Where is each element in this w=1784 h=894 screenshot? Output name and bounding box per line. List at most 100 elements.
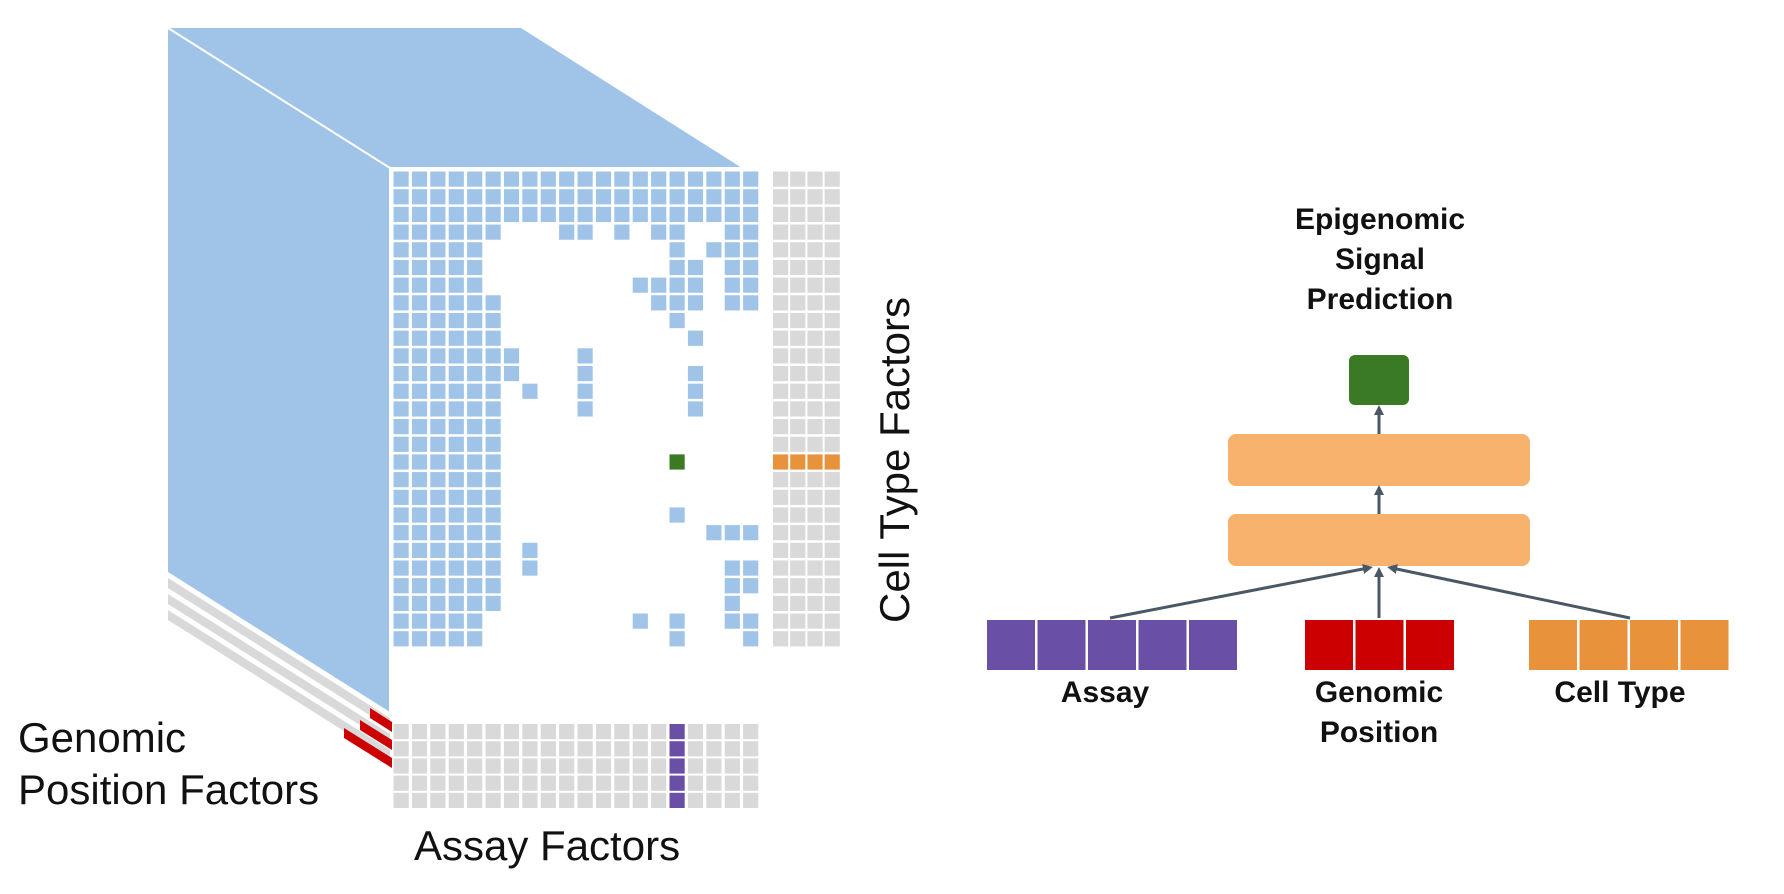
tensor-cell [430, 578, 446, 594]
tensor-cell [467, 560, 483, 576]
cell-type-factor-cell [790, 224, 806, 240]
genomic-highlight-3 [344, 728, 392, 768]
assay-factor-cell [485, 724, 501, 740]
tensor-cell [448, 578, 464, 594]
tensor-cell [393, 507, 409, 523]
assay-factor-cell [651, 741, 667, 757]
tensor-cell [430, 436, 446, 452]
cell-type-factor-cell [824, 242, 840, 258]
tensor-cell [687, 171, 704, 187]
cell-type-factor-cell [807, 507, 823, 523]
assay-factor-cell [430, 792, 446, 808]
tensor-cell [467, 454, 483, 470]
cell-type-factor-cell [824, 560, 840, 576]
tensor-cell [651, 295, 667, 311]
cell-type-factor-cell [824, 489, 840, 505]
cell-type-factor-cell [807, 472, 823, 488]
assay-factor-cell [540, 792, 556, 808]
tensor-cell [393, 259, 409, 276]
tensor-cell [430, 365, 446, 382]
genomic-position-embedding [1305, 620, 1454, 670]
tensor-cell [724, 189, 740, 205]
tensor-cell [614, 171, 630, 187]
assay-factor-cell [632, 775, 648, 791]
tensor-cell [393, 595, 409, 612]
genomic-embedding-cell [1355, 620, 1404, 670]
tensor-cell [411, 560, 428, 576]
assay-factor-cell [393, 775, 409, 791]
cell-type-embedding-cell [1529, 620, 1577, 670]
tensor-cell [503, 365, 520, 382]
assay-factor-cell [559, 758, 575, 774]
tensor-cell [706, 171, 722, 187]
hidden-layer-1 [1228, 514, 1530, 566]
cell-type-embedding-cell [1630, 620, 1678, 670]
tensor-cell [467, 295, 483, 311]
tensor-cell [724, 242, 740, 258]
tensor-cell [411, 595, 428, 612]
tensor-cell [485, 171, 501, 187]
tensor-cell [393, 348, 409, 364]
assay-factor-cell [595, 741, 612, 757]
cell-type-factor-cell [824, 312, 840, 329]
cell-type-factor-cell [773, 365, 789, 382]
assay-embedding-cell [1189, 620, 1237, 670]
assay-factor-cell [614, 758, 630, 774]
tensor-cell [430, 224, 446, 240]
tensor-cell [503, 189, 520, 205]
tensor-cell [430, 189, 446, 205]
cell-type-factor-cell [790, 454, 806, 470]
cell-type-factor-cell [807, 365, 823, 382]
tensor-cell [411, 631, 428, 647]
assay-factor-cell [522, 775, 538, 791]
signal-highlight-cell [669, 454, 685, 470]
cell-type-factor-cell [807, 578, 823, 594]
tensor-cell [467, 595, 483, 612]
tensor-cell [393, 206, 409, 223]
cell-type-factor-cell [773, 472, 789, 488]
assay-factor-cell [577, 775, 593, 791]
tensor-cell [467, 206, 483, 223]
cell-type-factor-cell [790, 365, 806, 382]
tensor-cell [430, 242, 446, 258]
assay-factor-cell [632, 792, 648, 808]
tensor-cell [448, 312, 464, 329]
tensor-cell [743, 631, 759, 647]
cell-type-factor-cell [807, 259, 823, 276]
tensor-cell [448, 560, 464, 576]
tensor-cell [669, 171, 685, 187]
tensor-cell [669, 507, 685, 523]
tensor-side-face [168, 28, 390, 712]
tensor-cell [632, 206, 648, 223]
cell-type-factor-cell [790, 631, 806, 647]
tensor-cell [448, 330, 464, 346]
tensor-cell [430, 419, 446, 435]
tensor-cell [448, 436, 464, 452]
assay-factor-cell [467, 775, 483, 791]
genomic-highlight-2 [360, 720, 392, 750]
tensor-cell [467, 171, 483, 187]
tensor-cell [411, 259, 428, 276]
genomic-label-line1: Genomic [18, 714, 187, 761]
assay-factor-cell [743, 775, 759, 791]
arrow-assay-to-hidden [1109, 564, 1373, 620]
tensor-cell [430, 507, 446, 523]
tensor-cell [448, 206, 464, 223]
tensor-cell [669, 277, 685, 293]
tensor-cell [485, 365, 501, 382]
cell-type-factor-cell [790, 242, 806, 258]
tensor-cell [467, 419, 483, 435]
assay-factor-cell [467, 758, 483, 774]
tensor-cell [485, 312, 501, 329]
cell-type-factor-cell [807, 295, 823, 311]
tensor-cell [687, 259, 704, 276]
cell-type-factor-cell [824, 365, 840, 382]
tensor-cell [522, 189, 538, 205]
tensor-cell [743, 242, 759, 258]
assay-factor-cell [540, 758, 556, 774]
tensor-cell [448, 295, 464, 311]
tensor-cell [485, 489, 501, 505]
cell-type-factor-cell [807, 489, 823, 505]
assay-factor-cell [687, 792, 704, 808]
cell-type-factor-cell [824, 595, 840, 612]
